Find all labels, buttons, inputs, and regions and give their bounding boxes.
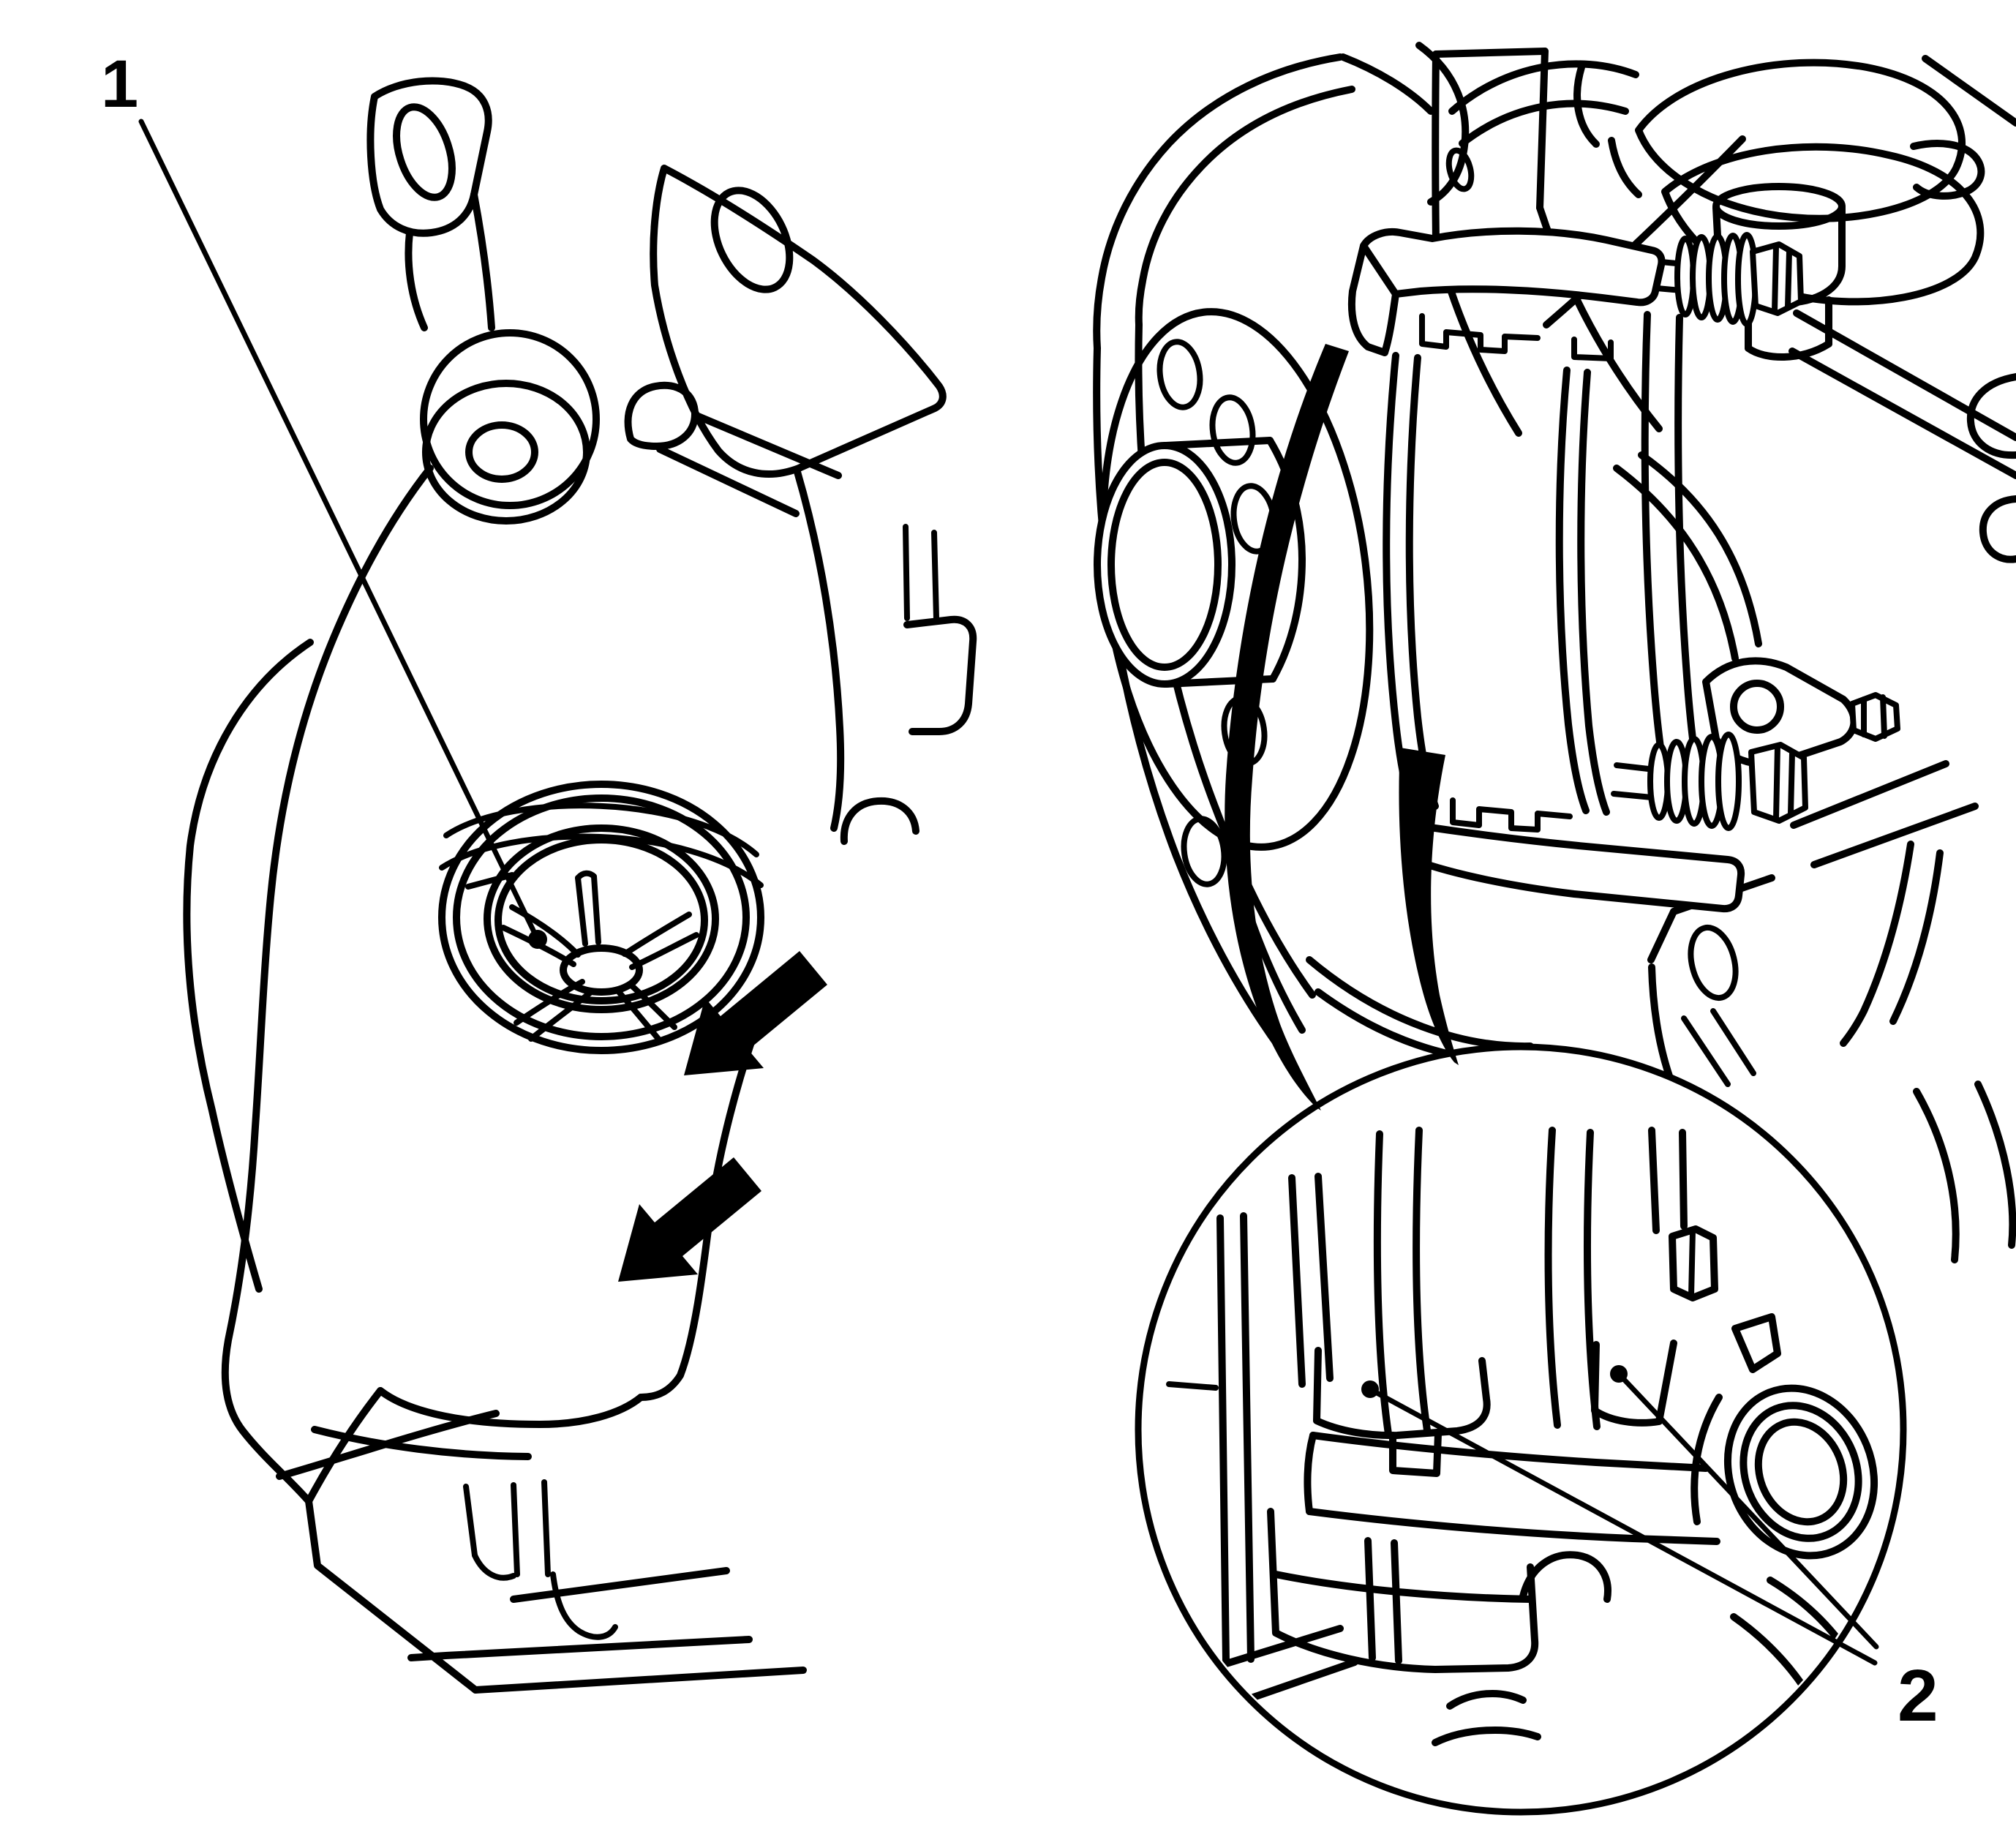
bushing-bore xyxy=(465,421,538,483)
callout-1: 1 xyxy=(101,47,547,949)
strut-edge xyxy=(1432,50,1440,245)
plate-foot xyxy=(903,615,977,735)
hex-bolt xyxy=(1849,692,1900,742)
inner-bottom-curve xyxy=(311,1426,532,1460)
pad-retainer-top xyxy=(1571,337,1614,361)
lower-body-bottom xyxy=(377,1387,644,1428)
upper-mount-ear xyxy=(366,77,492,237)
adjuster-spokes xyxy=(500,870,699,1042)
backing-plate-edge-inner xyxy=(1135,86,1355,328)
magnifier-swoosh-band xyxy=(1399,748,1459,1065)
neck-line-right xyxy=(470,191,495,331)
plate-rib-line xyxy=(693,412,842,479)
lower-body-left xyxy=(305,1387,384,1505)
strut-top xyxy=(1432,48,1549,58)
plate-rib-line xyxy=(656,446,800,517)
plate-top-arc xyxy=(1339,53,1434,115)
caliper-top-arm xyxy=(1360,227,1666,307)
caliper-pad-edges xyxy=(1383,311,1707,816)
pad-retainer-lower xyxy=(1450,797,1573,833)
direction-arrow-icon xyxy=(684,951,827,1075)
body-left-edge xyxy=(221,465,434,1505)
rotor-outer-edge xyxy=(1093,345,1285,1054)
damper-ring xyxy=(484,824,719,1013)
damper-ring xyxy=(453,794,750,1040)
pin-shaft xyxy=(1611,791,1655,800)
mount-plate-slot xyxy=(710,187,794,293)
hex-facet xyxy=(1880,694,1887,739)
guide-pin-boot-top xyxy=(1674,232,1804,327)
neck-line-left xyxy=(405,229,428,331)
direction-arrow-icon xyxy=(618,1157,761,1282)
strut-edge xyxy=(1536,48,1549,211)
callout-leader-line xyxy=(138,119,541,942)
caliper-arm-tab xyxy=(1347,242,1399,356)
clevis-bracket xyxy=(305,1479,807,1694)
bushing-face xyxy=(422,380,590,525)
foot-line xyxy=(931,530,939,621)
magnifier-swoosh-band xyxy=(1225,344,1349,1111)
lower-body-right xyxy=(637,1015,763,1401)
shock-absorber-panel xyxy=(183,77,977,1694)
bracket-hole xyxy=(1730,680,1784,734)
plate-lobe xyxy=(1415,42,1470,206)
body-right-edge xyxy=(794,468,845,832)
thread-arc xyxy=(439,833,764,888)
foot-line xyxy=(903,524,910,621)
mount-plate xyxy=(650,165,947,478)
adjuster-hub xyxy=(560,944,643,996)
callout-2: 2 xyxy=(1361,1365,1938,1737)
plate-rib-slot xyxy=(624,381,699,450)
inner-bottom-curve xyxy=(276,1410,500,1480)
bushing-boss xyxy=(420,329,600,509)
caliper-lower-arm xyxy=(1409,823,1745,913)
backing-plate-edge xyxy=(1093,53,1344,352)
damper-ring-outer xyxy=(438,781,764,1054)
plate-lobe-hole xyxy=(1445,147,1475,192)
callout-leader-line xyxy=(1616,1371,1879,1650)
guide-pin-boot-lower xyxy=(1647,732,1808,831)
foot-slot xyxy=(840,797,919,845)
hub-bore xyxy=(1094,437,1306,688)
body-outer-bulge xyxy=(183,639,314,1293)
callout-label-2: 2 xyxy=(1897,1655,1938,1737)
mount-ear-slot xyxy=(393,103,456,201)
callout-target-dot xyxy=(528,930,547,949)
pad-retainer-top xyxy=(1419,313,1541,354)
callout-label-1: 1 xyxy=(101,47,138,121)
callout-leader-line xyxy=(1367,1386,1878,1666)
